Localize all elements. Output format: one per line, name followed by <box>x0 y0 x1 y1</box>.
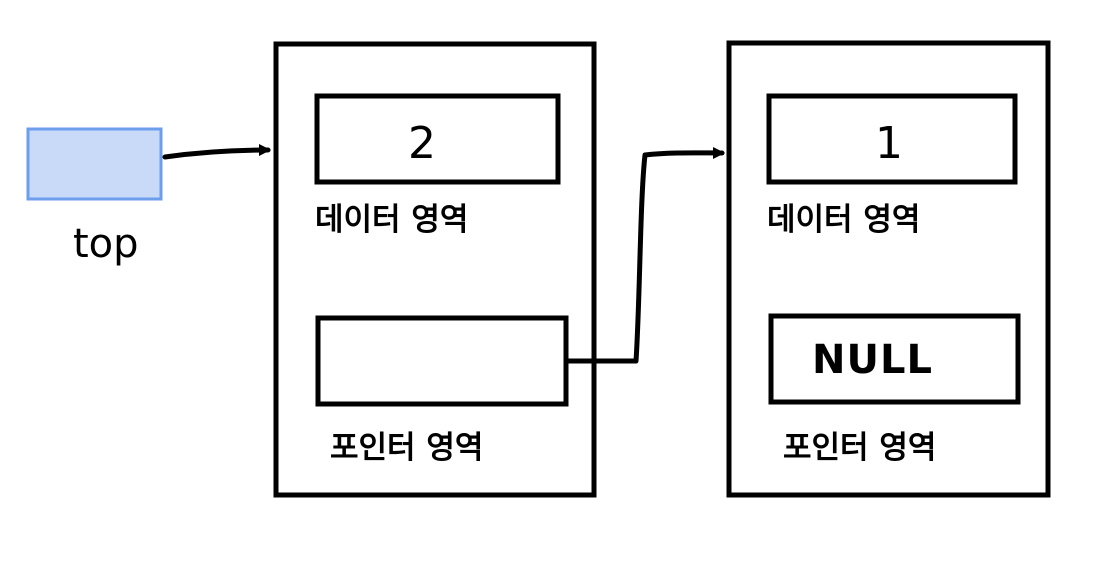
top-pointer-label: top <box>73 221 139 267</box>
node-1-pointer-field <box>315 315 569 407</box>
node-2-pointer-field <box>768 313 1021 405</box>
top-pointer-box <box>26 127 163 201</box>
node-2-frame <box>726 40 1051 498</box>
node-2-data-field <box>766 93 1018 185</box>
node-2-data-area-label: 데이터 영역 <box>767 202 920 238</box>
arrow-top-to-node-1 <box>162 144 271 160</box>
node-1-data-area-label: 데이터 영역 <box>315 202 468 238</box>
node-1-data-value: 2 <box>408 118 436 169</box>
node-1: 2 데이터 영역 포인터 영역 <box>273 41 597 498</box>
node-2-data-value: 1 <box>875 118 903 169</box>
node-2-pointer-value: NULL <box>812 337 933 383</box>
node-2-pointer-area-label: 포인터 영역 <box>783 430 936 466</box>
node-1-frame <box>273 41 597 498</box>
top-pointer: top <box>26 127 163 267</box>
node-1-pointer-area-label: 포인터 영역 <box>330 430 483 466</box>
arrow-node-1-to-node-2 <box>564 146 725 364</box>
node-1-data-field <box>314 93 561 185</box>
node-2: 1 데이터 영역 NULL 포인터 영역 <box>726 40 1051 498</box>
